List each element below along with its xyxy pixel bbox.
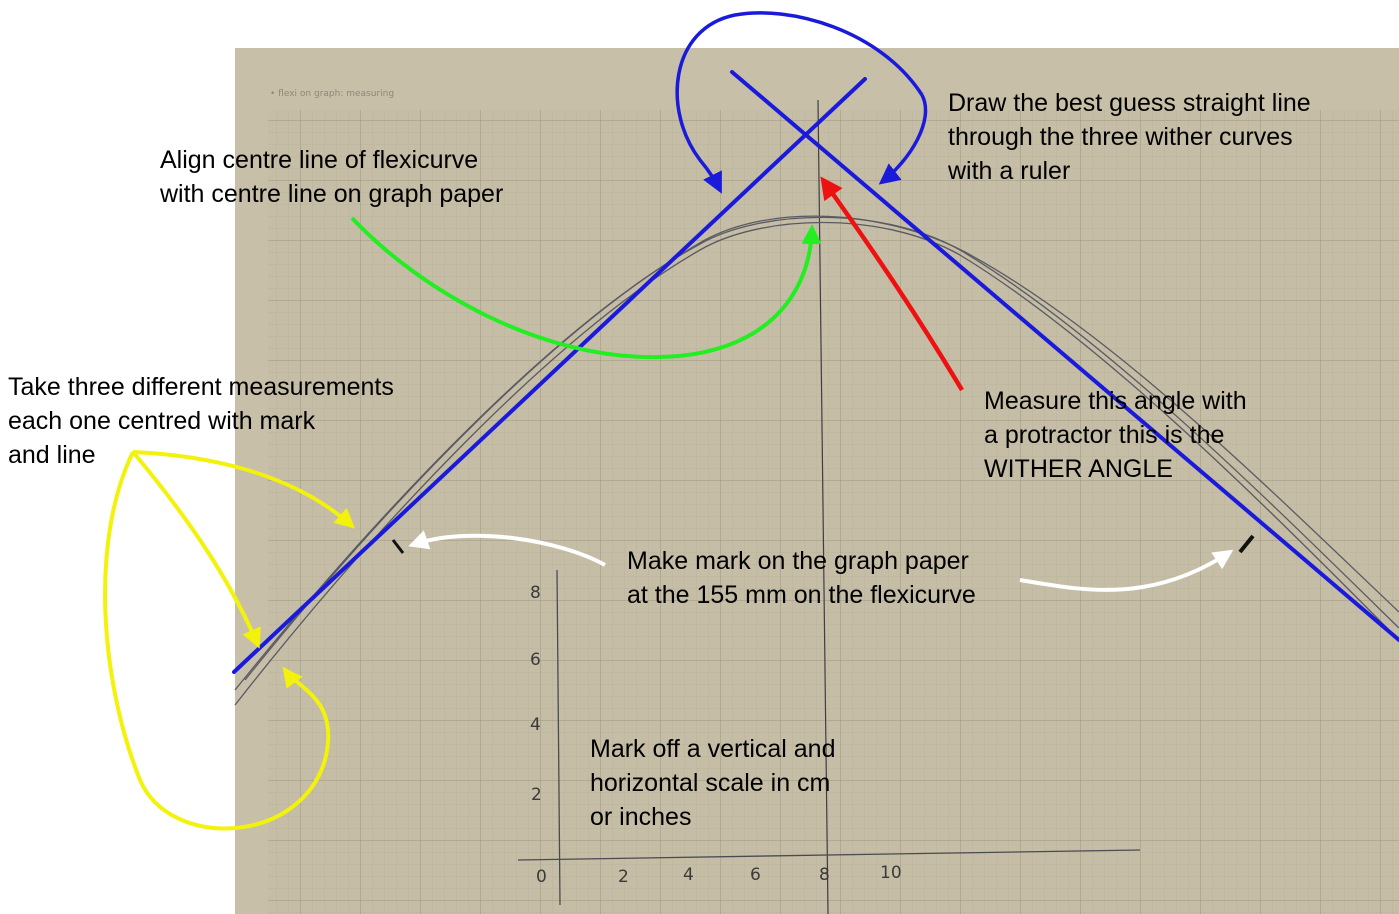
note-line: and line (8, 441, 96, 469)
note-line: each one centred with mark (8, 407, 316, 435)
mark-left (391, 539, 405, 554)
note-line: Take three different measurements (8, 373, 394, 401)
red-arrow (820, 176, 964, 392)
blue-loop-arrow (675, 11, 928, 194)
note-line: with centre line on graph paper (160, 180, 504, 208)
note-line: WITHER ANGLE (984, 455, 1173, 483)
y-tick: 8 (530, 583, 541, 603)
x-tick: 4 (683, 865, 694, 885)
note-line: through the three wither curves (948, 123, 1293, 151)
y-tick: 2 (531, 785, 542, 805)
take-measurements-note: Take three different measurements each o… (8, 370, 394, 472)
scale-ticks: 0 2 4 6 8 10 8 6 4 2 (530, 583, 902, 887)
white-arrows (408, 530, 1234, 592)
x-tick: 6 (750, 865, 761, 885)
make-mark-note: Make mark on the graph paper at the 155 … (627, 544, 976, 612)
note-line: Measure this angle with (984, 387, 1247, 415)
draw-line-note: Draw the best guess straight line throug… (948, 86, 1311, 188)
x-tick: 2 (618, 867, 629, 887)
y-tick: 4 (530, 715, 541, 735)
green-arrow (350, 216, 822, 360)
best-fit-lines (232, 70, 1399, 674)
x-tick: 8 (819, 865, 830, 885)
scale-note: Mark off a vertical and horizontal scale… (590, 732, 835, 834)
note-line: or inches (590, 803, 692, 831)
note-line: a protractor this is the (984, 421, 1225, 449)
align-centre-note: Align centre line of flexicurve with cen… (160, 143, 503, 211)
wither-curves (234, 215, 1399, 706)
note-line: Align centre line of flexicurve (160, 146, 479, 174)
x-tick: 0 (536, 867, 547, 887)
graph-paper (235, 48, 1399, 914)
note-line: Draw the best guess straight line (948, 89, 1311, 117)
note-line: Make mark on the graph paper (627, 547, 969, 575)
yellow-arrows (103, 450, 355, 831)
measure-angle-note: Measure this angle with a protractor thi… (984, 384, 1247, 486)
x-tick: 10 (880, 863, 902, 883)
paper-header: • flexi on graph: measuring (270, 89, 394, 99)
y-tick: 6 (530, 650, 541, 670)
scale-axes (517, 569, 1141, 906)
note-line: at the 155 mm on the flexicurve (627, 581, 976, 609)
note-line: Mark off a vertical and (590, 735, 836, 763)
note-line: horizontal scale in cm (590, 769, 831, 797)
note-line: with a ruler (948, 157, 1071, 185)
mark-right (1238, 534, 1255, 554)
